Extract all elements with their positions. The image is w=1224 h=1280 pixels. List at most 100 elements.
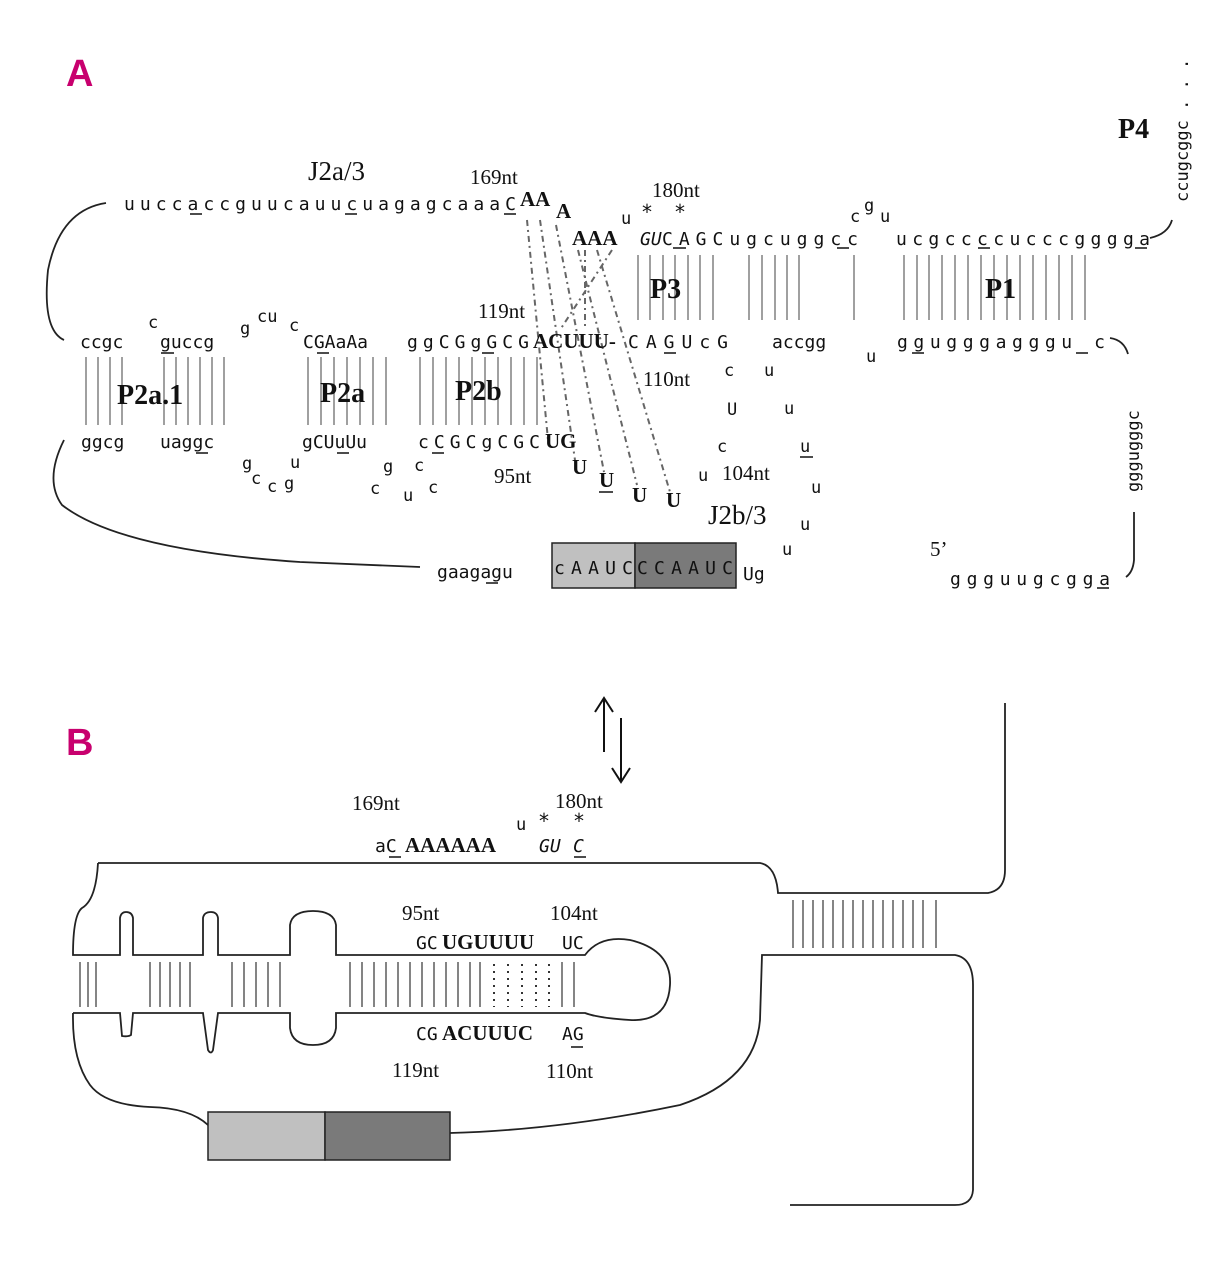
acuuu-bold: ACUUU- (533, 329, 616, 353)
nt-104: 104nt (722, 461, 770, 485)
lower-cg: CG (416, 1024, 438, 1045)
loop-nt: u (290, 453, 300, 473)
loop-nt: c (267, 477, 277, 497)
nt-180: 180nt (555, 789, 603, 813)
ug: Ug (743, 564, 765, 585)
upper-gc: GC (416, 933, 438, 954)
alternative-pairs-dotted (493, 964, 550, 1007)
tail-sequence: gaagagu (437, 562, 513, 583)
panel-label-b: B (66, 722, 93, 764)
box-light (551, 542, 636, 589)
five-prime: 5’ (930, 537, 948, 561)
ac: aC (375, 836, 397, 857)
p2a1-top-right: guccg (160, 332, 214, 353)
u-bold: U (666, 488, 681, 512)
j2b3-nt: u (698, 466, 708, 486)
nt-104: 104nt (550, 901, 598, 925)
j2b3-nt: u (800, 515, 810, 535)
loop-nt: g (284, 474, 294, 494)
p2b-base-pairs (419, 357, 538, 425)
equilibrium-arrows-icon (594, 696, 631, 784)
p2-stem-base-pairs (79, 962, 575, 1007)
p1-bottom: ggugggagggu c (897, 332, 1105, 353)
label-p2a1: P2a.1 (117, 380, 183, 411)
loop-nt: c (428, 478, 438, 498)
j2b3-nt: u (800, 437, 810, 457)
p2b-top: ggCGgGCG (407, 332, 529, 353)
structure-outline-top (98, 703, 1006, 894)
box-light (207, 1111, 326, 1161)
j2b3-nt: u (782, 540, 792, 560)
nt-110: 110nt (546, 1059, 593, 1083)
upper-uc: UC (562, 933, 584, 954)
p4-connector (1149, 219, 1173, 239)
p1-top-sequence: ucgccccucccgggga (896, 229, 1150, 250)
underlines-top (190, 213, 1147, 249)
loop-nt: g (383, 457, 393, 477)
p3-base-pairs (637, 255, 800, 320)
p2a1-base-pairs (85, 357, 225, 425)
box-dark (634, 542, 737, 589)
bulge-u: u (866, 347, 876, 367)
aaa-bold: AAA (572, 226, 618, 250)
j2b3-nt: U (727, 400, 737, 420)
nt-110: 110nt (643, 367, 690, 391)
five-prime-end: ggguugcgga (950, 569, 1110, 590)
p2b-bottom: cCGCgCGC (418, 432, 540, 453)
underlines-b (389, 856, 586, 1048)
nt-95: 95nt (402, 901, 440, 925)
loop-nt: g (242, 454, 252, 474)
lower-ag: AG (562, 1024, 584, 1045)
p2-connector (52, 439, 421, 568)
gu-italic: GU (640, 229, 662, 250)
p1-stem-base-pairs (792, 900, 937, 948)
nt-119: 119nt (478, 299, 525, 323)
p2a-base-pairs (307, 357, 387, 425)
j2b3-nt: u (764, 361, 774, 381)
nt-169: 169nt (470, 165, 518, 189)
bulge-u: u (621, 209, 631, 229)
loop-g: g (864, 196, 874, 216)
right-strand: gggugggc (1124, 410, 1144, 492)
star-icon: * (642, 200, 652, 224)
p2a1-bottom-right: uaggc (160, 432, 214, 453)
loop-c: c (850, 207, 860, 227)
p2a1-top-left: ccgc (80, 332, 123, 353)
label-p3: P3 (650, 274, 681, 305)
loop-g: g (240, 319, 250, 339)
structure-outline-bottom (72, 954, 974, 1206)
loop-nt: c (414, 456, 424, 476)
loop-u: u (880, 207, 890, 227)
label-p1: P1 (985, 274, 1016, 305)
star-icon: * (539, 809, 549, 833)
nt-169: 169nt (352, 791, 400, 815)
star-icon: * (574, 809, 584, 833)
bulge-c: c (148, 313, 158, 333)
label-p2a: P2a (320, 378, 365, 409)
gu-italic: GU (539, 836, 561, 857)
loop-c: c (289, 316, 299, 336)
j2b3-nt: c (724, 361, 734, 381)
box-light-sequence: cAAUC (554, 558, 633, 579)
aa-bold: AA (520, 187, 551, 211)
j2a3-connector (45, 202, 107, 341)
p3-top-sequence: CAGCugcuggcc (662, 229, 858, 250)
p1-base-pairs (853, 255, 1086, 320)
p2a-top: CGAaAa (303, 332, 368, 353)
loop-nt: u (403, 486, 413, 506)
upper-uguuuu-bold: UGUUUU (442, 930, 534, 954)
loop-nt: c (370, 479, 380, 499)
p1-connector (1109, 337, 1129, 355)
box-dark (324, 1111, 451, 1161)
star-icon: * (675, 200, 685, 224)
tertiary-interaction-lines (526, 219, 671, 493)
loop-cu: cu (257, 307, 277, 327)
right-connector (1125, 512, 1135, 578)
u-bold: U (572, 455, 587, 479)
label-p2b: P2b (455, 376, 502, 407)
label-p4: P4 (1118, 114, 1149, 145)
loop-nt: c (251, 469, 261, 489)
bulge-u: u (516, 815, 526, 835)
p2a-bottom: gCUuUu (302, 432, 367, 453)
